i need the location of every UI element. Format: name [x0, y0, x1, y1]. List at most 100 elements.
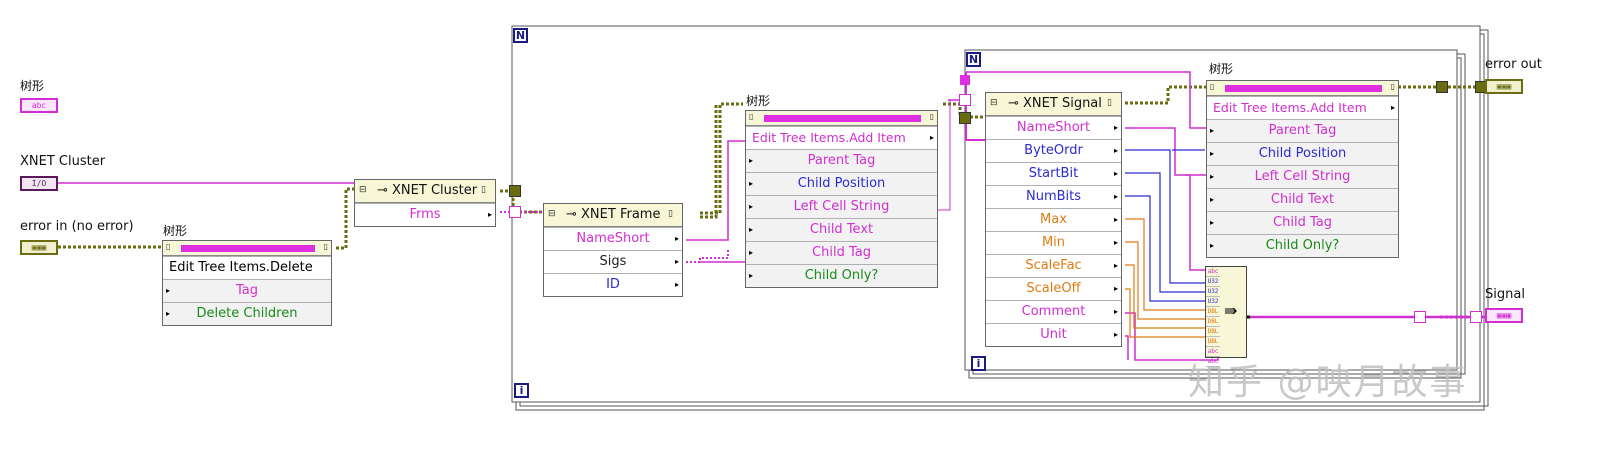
xnet-frame-property-node[interactable]: ⊟⊸ XNET Frame▯ NameShort▸ Sigs▸ ID▸ — [543, 203, 683, 297]
inner-loop-error-out-tunnel[interactable] — [1436, 81, 1448, 93]
inner-loop-sigs-tunnel[interactable] — [959, 94, 971, 106]
add-item-1-input-child-tag[interactable]: ▸Child Tag — [746, 241, 937, 264]
inner-loop-iter-label: i — [976, 357, 981, 370]
signal-prop-unit-label: Unit — [1040, 327, 1067, 342]
bundle-type: abc — [1206, 358, 1220, 367]
bundle-type: abc — [1206, 348, 1220, 357]
delete-node-owner-label: 树形 — [163, 224, 188, 238]
signal-prop-comment[interactable]: Comment▸ — [986, 300, 1121, 323]
add-item-2-input-child-tag[interactable]: ▸Child Tag — [1207, 211, 1398, 234]
outer-loop-count-label: N — [515, 29, 526, 42]
inner-loop-iteration-terminal: i — [971, 356, 986, 371]
tree-terminal-type: abc — [31, 101, 47, 110]
xnet-signal-property-node[interactable]: ⊟⊸ XNET Signal▯ NameShort▸ ByteOrdr▸ Sta… — [985, 92, 1122, 347]
inner-loop-signal-tunnel[interactable] — [1414, 311, 1426, 323]
signal-prop-byteordr[interactable]: ByteOrdr▸ — [986, 139, 1121, 162]
add-item-2-owner-label: 树形 — [1209, 62, 1234, 76]
tree-control-label: 树形 — [20, 79, 45, 93]
add-item-1-owner-label: 树形 — [746, 94, 771, 108]
xnet-cluster-property-node[interactable]: ⊟⊸ XNET Cluster▯ Frms▸ — [354, 179, 496, 227]
signal-indicator-terminal[interactable]: ▣▣▣ — [1485, 308, 1523, 323]
delete-node-input-delete-children[interactable]: ▸Delete Children — [163, 302, 331, 325]
add-item-2-left-cell-label: Left Cell String — [1254, 169, 1351, 184]
outer-loop-frames-tunnel[interactable] — [509, 206, 521, 218]
xnet-cluster-prop-frms[interactable]: Frms▸ — [355, 203, 495, 226]
add-item-2-refbar: ▯▯ — [1207, 81, 1398, 96]
xnet-cluster-terminal-type: I/O — [31, 179, 47, 188]
error-in-label: error in (no error) — [20, 219, 134, 234]
add-item-2-input-parent-tag[interactable]: ▸Parent Tag — [1207, 119, 1398, 142]
add-item-1-child-position-label: Child Position — [797, 176, 886, 191]
outer-loop-signal-tunnel[interactable] — [1470, 311, 1482, 323]
signal-prop-startbit-label: StartBit — [1028, 166, 1079, 181]
add-item-1-method[interactable]: Edit Tree Items.Add Item▸ — [746, 126, 937, 149]
add-item-2-method[interactable]: Edit Tree Items.Add Item▸ — [1207, 96, 1398, 119]
edit-tree-items-add-item-node-1[interactable]: ▯▯ Edit Tree Items.Add Item▸ ▸Parent Tag… — [745, 110, 938, 288]
delete-node-method[interactable]: Edit Tree Items.Delete — [163, 256, 331, 279]
delete-node-input-tag[interactable]: ▸Tag — [163, 279, 331, 302]
error-out-label: error out — [1485, 57, 1542, 72]
add-item-1-input-child-only[interactable]: ▸Child Only? — [746, 264, 937, 287]
signal-prop-max[interactable]: Max▸ — [986, 208, 1121, 231]
add-item-1-input-left-cell-string[interactable]: ▸Left Cell String — [746, 195, 937, 218]
property-node-icon: ⊟ — [359, 185, 367, 195]
shift-register-marker — [960, 75, 970, 85]
add-item-1-input-child-text[interactable]: ▸Child Text — [746, 218, 937, 241]
add-item-2-child-only-label: Child Only? — [1265, 238, 1340, 253]
signal-prop-min-label: Min — [1041, 235, 1066, 250]
xnet-frame-prop-sigs[interactable]: Sigs▸ — [544, 250, 682, 273]
xnet-cluster-control-terminal[interactable]: I/O — [20, 176, 58, 191]
add-item-1-input-child-position[interactable]: ▸Child Position — [746, 172, 937, 195]
edit-tree-items-add-item-node-2[interactable]: ▯▯ Edit Tree Items.Add Item▸ ▸Parent Tag… — [1206, 80, 1399, 258]
add-item-1-refbar: ▯▯ — [746, 111, 937, 126]
inner-loop-count-terminal: N — [966, 52, 981, 67]
signal-prop-numbits[interactable]: NumBits▸ — [986, 185, 1121, 208]
add-item-1-method-label: Edit Tree Items.Add Item — [752, 130, 906, 145]
edit-tree-items-delete-node[interactable]: ▯▯ Edit Tree Items.Delete ▸Tag ▸Delete C… — [162, 240, 332, 326]
float-wires — [1125, 218, 1212, 338]
error-out-terminal[interactable]: ▣▣▣ — [1485, 79, 1523, 94]
signal-prop-startbit[interactable]: StartBit▸ — [986, 162, 1121, 185]
bundle-type: DBL — [1206, 338, 1220, 347]
add-item-2-input-left-cell-string[interactable]: ▸Left Cell String — [1207, 165, 1398, 188]
xnet-frame-prop-nameshort[interactable]: NameShort▸ — [544, 227, 682, 250]
bundle-node[interactable]: abc U32 U32 U32 DBL DBL DBL DBL abc abc … — [1205, 266, 1247, 367]
outer-loop-refnum-tunnel[interactable] — [509, 185, 521, 197]
outer-loop-count-terminal: N — [513, 28, 528, 43]
signal-prop-min[interactable]: Min▸ — [986, 231, 1121, 254]
tree-control-terminal[interactable]: abc — [20, 98, 58, 113]
bundle-arrow-icon: ⇛ — [1224, 301, 1238, 320]
add-item-2-input-child-position[interactable]: ▸Child Position — [1207, 142, 1398, 165]
inner-loop-count-label: N — [968, 53, 979, 66]
xnet-signal-node-header: ⊟⊸ XNET Signal▯ — [986, 93, 1121, 116]
add-item-2-child-tag-label: Child Tag — [1273, 215, 1332, 230]
add-item-2-child-position-label: Child Position — [1258, 146, 1347, 161]
bundle-type-list: abc U32 U32 U32 DBL DBL DBL DBL abc abc — [1206, 267, 1220, 367]
bundle-type: U32 — [1206, 288, 1220, 297]
property-node-icon: ⊟ — [548, 209, 556, 219]
signal-prop-nameshort[interactable]: NameShort▸ — [986, 116, 1121, 139]
inner-loop-refnum-tunnel[interactable] — [959, 112, 971, 124]
outer-loop-iteration-terminal: i — [514, 383, 529, 398]
xnet-cluster-node-title: XNET Cluster — [392, 183, 478, 198]
frame-prop-nameshort-label: NameShort — [576, 231, 650, 246]
signal-prop-unit[interactable]: Unit▸ — [986, 323, 1121, 346]
add-item-1-input-parent-tag[interactable]: ▸Parent Tag — [746, 149, 937, 172]
add-item-2-parent-tag-label: Parent Tag — [1268, 123, 1337, 138]
bundle-type: DBL — [1206, 318, 1220, 327]
signal-prop-nameshort-label: NameShort — [1016, 120, 1091, 135]
signal-prop-scaleoff[interactable]: ScaleOff▸ — [986, 277, 1121, 300]
bundle-type: DBL — [1206, 308, 1220, 317]
add-item-2-input-child-only[interactable]: ▸Child Only? — [1207, 234, 1398, 257]
signal-prop-byteordr-label: ByteOrdr — [1024, 143, 1083, 158]
add-item-1-parent-tag-label: Parent Tag — [807, 153, 876, 168]
signal-prop-scalefac[interactable]: ScaleFac▸ — [986, 254, 1121, 277]
bundle-type: DBL — [1206, 328, 1220, 337]
xnet-frame-prop-id[interactable]: ID▸ — [544, 273, 682, 296]
add-item-2-input-child-text[interactable]: ▸Child Text — [1207, 188, 1398, 211]
error-in-terminal[interactable]: ▣▣▣ — [20, 240, 58, 255]
signal-prop-comment-label: Comment — [1021, 304, 1086, 319]
property-node-icon: ⊟ — [990, 98, 998, 108]
add-item-2-method-label: Edit Tree Items.Add Item — [1213, 100, 1367, 115]
xnet-cluster-control-label: XNET Cluster — [20, 154, 106, 169]
